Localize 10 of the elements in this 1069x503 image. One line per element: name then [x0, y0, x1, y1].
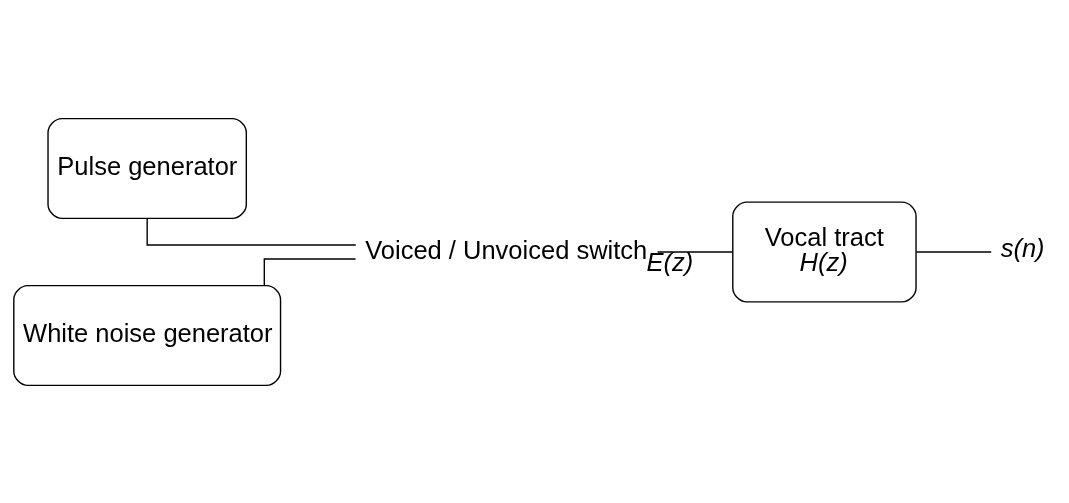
node-box: White noise generator — [13, 284, 282, 386]
node-box: Pulse generator — [47, 117, 247, 219]
connector — [263, 257, 357, 286]
node-text: s(n) — [1000, 233, 1045, 262]
edge-label: E(z) — [646, 247, 694, 276]
connector — [656, 250, 734, 253]
node-box: Vocal tract H(z) — [732, 200, 917, 303]
node-text: Voiced / Unvoiced switch — [365, 234, 648, 263]
connector — [915, 250, 992, 253]
connector — [146, 217, 357, 246]
